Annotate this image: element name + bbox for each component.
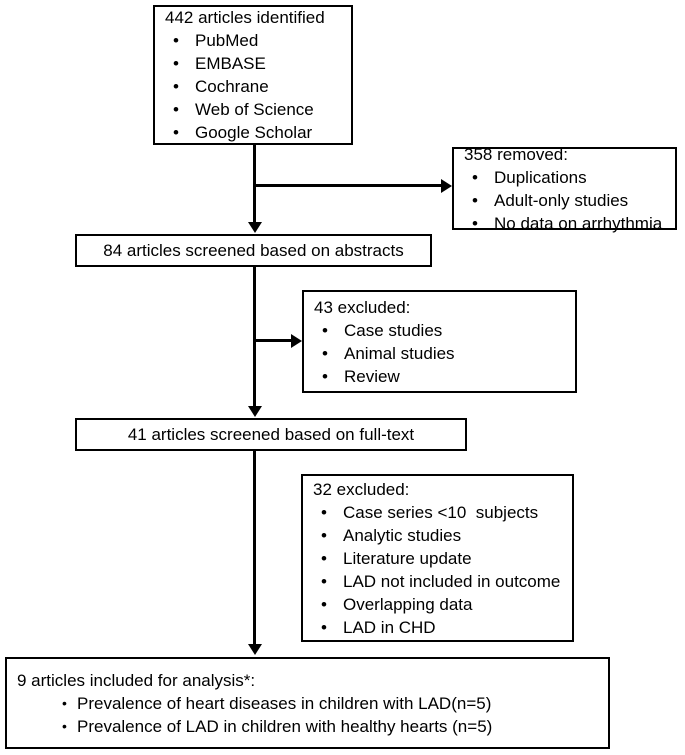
node-excluded-43-content: 43 excluded: • Case studies • Animal stu… xyxy=(304,292,575,391)
node-removed-content: 358 removed: • Duplications • Adult-only… xyxy=(454,145,675,233)
node-included-list: • Prevalence of heart diseases in childr… xyxy=(17,692,598,738)
bullet-icon: • xyxy=(472,167,478,187)
list-item-label: EMBASE xyxy=(195,54,266,73)
list-item-label: Prevalence of LAD in children with healt… xyxy=(77,716,493,736)
list-item: • Google Scholar xyxy=(165,121,341,144)
arrowhead-to-removed xyxy=(441,179,452,193)
list-item: • Literature update xyxy=(313,547,562,570)
connector-branch-to-excluded-43 xyxy=(253,339,291,342)
arrowhead-to-screened-abstracts xyxy=(248,222,262,233)
node-excluded-32-content: 32 excluded: • Case series <10 subjects … xyxy=(303,476,572,640)
list-item-label: Literature update xyxy=(343,548,472,568)
list-item: • Overlapping data xyxy=(313,593,562,616)
list-item-label: Case studies xyxy=(344,320,443,340)
list-item: • Case studies xyxy=(314,319,565,342)
list-item: • EMBASE xyxy=(165,52,341,75)
list-item-label: PubMed xyxy=(195,31,259,50)
node-included: 9 articles included for analysis*: • Pre… xyxy=(5,657,610,749)
list-item: • Prevalence of heart diseases in childr… xyxy=(17,692,598,715)
list-item-label: Animal studies xyxy=(344,343,455,363)
bullet-icon: • xyxy=(321,502,327,522)
node-screened-fulltext-heading: 41 articles screened based on full-text xyxy=(127,425,415,444)
node-screened-abstracts-heading: 84 articles screened based on abstracts xyxy=(103,241,404,260)
list-item-label: LAD not included in outcome xyxy=(343,571,561,591)
node-excluded-32: 32 excluded: • Case series <10 subjects … xyxy=(301,474,574,642)
list-item: • Duplications xyxy=(464,166,665,189)
list-item: • Prevalence of LAD in children with hea… xyxy=(17,715,598,738)
bullet-icon: • xyxy=(62,717,67,734)
list-item: • Adult-only studies xyxy=(464,189,665,212)
bullet-icon: • xyxy=(472,190,478,210)
node-articles-identified-list: • PubMed • EMBASE • Cochrane • Web of Sc… xyxy=(165,29,341,144)
bullet-icon: • xyxy=(62,694,67,711)
list-item-label: Case series <10 subjects xyxy=(343,502,539,522)
connector-branch-to-removed xyxy=(253,184,441,187)
node-screened-abstracts-content: 84 articles screened based on abstracts xyxy=(77,236,430,265)
node-screened-fulltext-content: 41 articles screened based on full-text xyxy=(77,420,465,449)
list-item: • PubMed xyxy=(165,29,341,52)
bullet-icon: • xyxy=(173,77,179,96)
list-item-label: Duplications xyxy=(494,167,587,187)
bullet-icon: • xyxy=(173,54,179,73)
node-screened-fulltext: 41 articles screened based on full-text xyxy=(75,418,467,451)
list-item: • LAD not included in outcome xyxy=(313,570,562,593)
bullet-icon: • xyxy=(322,343,328,363)
arrowhead-to-screened-fulltext xyxy=(248,406,262,417)
node-included-content: 9 articles included for analysis*: • Pre… xyxy=(7,659,608,747)
connector-screened-to-fulltext xyxy=(253,266,256,407)
list-item: • Animal studies xyxy=(314,342,565,365)
node-screened-abstracts: 84 articles screened based on abstracts xyxy=(75,234,432,267)
list-item: • Case series <10 subjects xyxy=(313,501,562,524)
list-item-label: Google Scholar xyxy=(195,123,313,142)
list-item-label: No data on arrhythmia xyxy=(494,213,663,233)
list-item: • Analytic studies xyxy=(313,524,562,547)
list-item-label: Review xyxy=(344,366,400,386)
bullet-icon: • xyxy=(321,617,327,637)
list-item: • Review xyxy=(314,365,565,388)
list-item-label: Cochrane xyxy=(195,77,269,96)
node-removed-list: • Duplications • Adult-only studies • No… xyxy=(464,166,665,235)
arrowhead-to-excluded-43 xyxy=(291,334,302,348)
node-removed: 358 removed: • Duplications • Adult-only… xyxy=(452,145,677,233)
bullet-icon: • xyxy=(173,123,179,142)
node-removed-heading: 358 removed: xyxy=(464,144,568,164)
bullet-icon: • xyxy=(472,213,478,233)
list-item: • Cochrane xyxy=(165,75,341,98)
arrowhead-to-included xyxy=(248,644,262,655)
list-item-label: Analytic studies xyxy=(343,525,462,545)
bullet-icon: • xyxy=(321,525,327,545)
list-item-label: Web of Science xyxy=(195,100,314,119)
bullet-icon: • xyxy=(322,366,328,386)
bullet-icon: • xyxy=(321,571,327,591)
bullet-icon: • xyxy=(321,548,327,568)
list-item-label: Overlapping data xyxy=(343,594,473,614)
bullet-icon: • xyxy=(322,320,328,340)
list-item-label: Prevalence of heart diseases in children… xyxy=(77,693,492,713)
list-item: • No data on arrhythmia xyxy=(464,212,665,235)
node-articles-identified-heading: 442 articles identified xyxy=(165,8,325,27)
list-item-label: LAD in CHD xyxy=(343,617,436,637)
node-excluded-43-heading: 43 excluded: xyxy=(314,297,411,317)
node-articles-identified: 442 articles identified • PubMed • EMBAS… xyxy=(153,5,353,145)
list-item: • Web of Science xyxy=(165,98,341,121)
bullet-icon: • xyxy=(173,31,179,50)
list-item: • LAD in CHD xyxy=(313,616,562,639)
node-articles-identified-content: 442 articles identified • PubMed • EMBAS… xyxy=(155,7,351,143)
node-included-heading: 9 articles included for analysis*: xyxy=(17,670,256,690)
node-excluded-43-list: • Case studies • Animal studies • Review xyxy=(314,319,565,388)
bullet-icon: • xyxy=(321,594,327,614)
node-excluded-43: 43 excluded: • Case studies • Animal stu… xyxy=(302,290,577,393)
bullet-icon: • xyxy=(173,100,179,119)
node-excluded-32-heading: 32 excluded: xyxy=(313,479,410,499)
list-item-label: Adult-only studies xyxy=(494,190,629,210)
node-excluded-32-list: • Case series <10 subjects • Analytic st… xyxy=(313,501,562,639)
connector-fulltext-to-included xyxy=(253,450,256,645)
